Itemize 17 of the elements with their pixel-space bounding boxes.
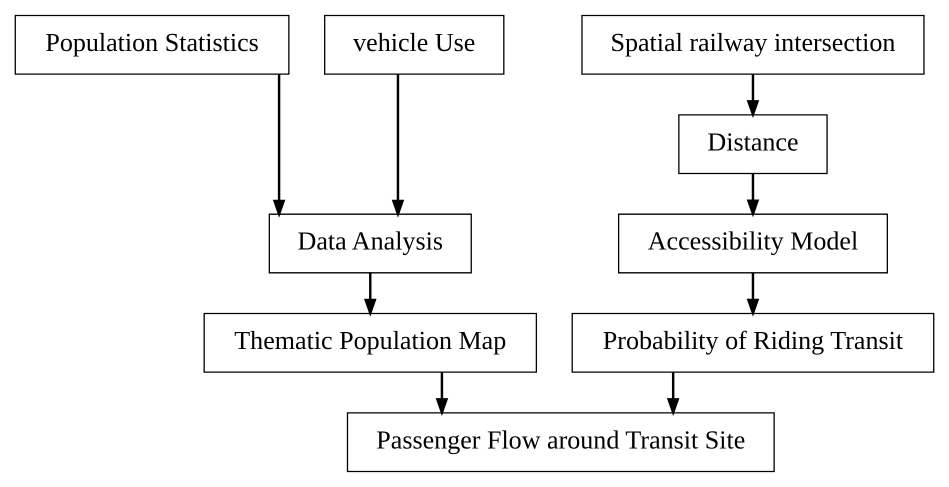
arrow [746, 174, 760, 218]
node-box: Probability of Riding Transit [572, 312, 934, 373]
node-box: Distance [678, 114, 828, 174]
arrow [666, 372, 680, 416]
arrow [364, 273, 377, 317]
node-box: Passenger Flow around Transit Site [346, 412, 775, 472]
node-box: Accessibility Model [618, 214, 888, 274]
arrow [436, 372, 448, 416]
arrow [746, 74, 760, 118]
node-box: Thematic Population Map [204, 312, 538, 373]
node-box: Population Statistics [14, 14, 290, 75]
node-box: vehicle Use [324, 14, 504, 75]
arrow [746, 273, 760, 317]
node-box: Spatial railway intersection [581, 14, 925, 75]
node-box: Data Analysis [268, 214, 472, 274]
arrow [392, 74, 404, 218]
arrow [272, 74, 286, 218]
